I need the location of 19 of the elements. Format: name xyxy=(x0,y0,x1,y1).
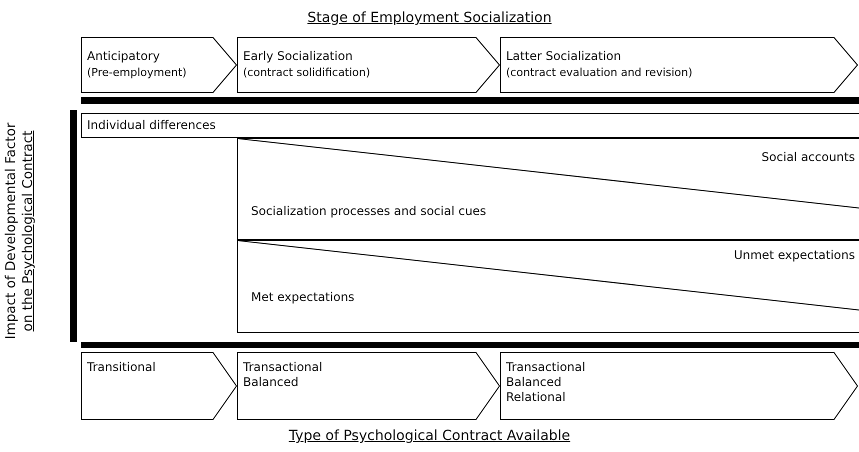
axis-label: on the Psychological Contract xyxy=(20,130,37,334)
axis-label: Type of Psychological Contract Available xyxy=(288,428,572,444)
contract-type: Transactional Balanced Relational xyxy=(506,360,586,405)
band-label: Individual differences xyxy=(87,118,216,133)
stage-subtitle: (contract solidification) xyxy=(243,65,370,80)
stage-subtitle: (contract evaluation and revision) xyxy=(506,65,692,80)
stage-name: Anticipatory xyxy=(87,49,160,64)
stage-name: Latter Socialization xyxy=(506,49,622,64)
stage-subtitle: (Pre-employment) xyxy=(87,65,187,80)
region-label: Met expectations xyxy=(251,290,354,305)
diagram-title: Stage of Employment Socialization xyxy=(306,10,553,26)
region-label: Socialization processes and social cues xyxy=(251,204,486,219)
contract-type: Transactional Balanced xyxy=(243,360,324,390)
band-box xyxy=(81,113,859,138)
axis-label: Impact of Developmental Factor xyxy=(3,122,20,342)
stage-name: Early Socialization xyxy=(243,49,353,64)
region-label: Social accounts xyxy=(762,150,855,165)
contract-type: Transitional xyxy=(87,360,157,375)
region-label: Unmet expectations xyxy=(734,248,855,263)
